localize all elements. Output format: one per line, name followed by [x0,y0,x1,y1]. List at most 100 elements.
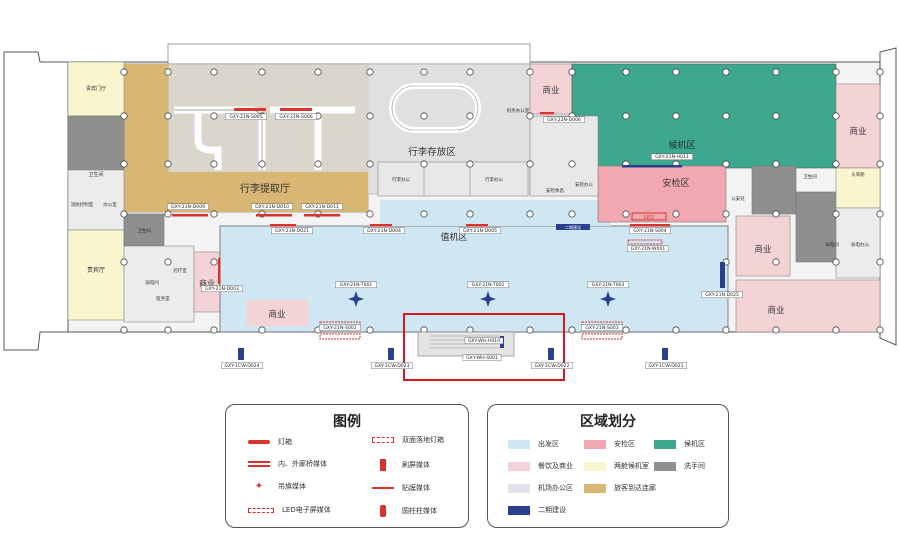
column [164,112,172,120]
media-d011 [304,214,340,217]
code-label-box [271,227,313,235]
zone-power-office [835,207,881,279]
column [772,68,780,76]
label-vip-hall: 贵宾厅 [87,266,105,274]
right-wing [879,47,897,346]
column [832,210,840,218]
legend-double-lightbox: 双面落地灯箱 [372,435,444,445]
zone-restroom-2 [123,213,165,247]
label-baggage-office-2: 行李办公 [485,176,503,183]
column [210,258,218,266]
column [722,210,730,218]
zone-restroom-right2 [795,191,837,263]
column [876,258,884,266]
lightbox-icon [248,440,270,444]
label-restroom-left: 卫生间 [88,171,103,178]
zone-restroom-left [67,115,125,171]
column [366,160,374,168]
column [772,210,780,218]
column [772,160,780,168]
zone-office-mid [123,245,195,323]
zone-waiting [571,63,837,169]
label-medical: 医务室 [156,295,170,302]
column [120,326,128,334]
column [120,210,128,218]
column [526,68,534,76]
label-pharmacy: 药疗室 [173,267,187,274]
media-markers [172,108,682,284]
label-power-right: 弱电间 [825,241,839,248]
column-d021b [662,348,668,360]
code-label-box [543,116,585,124]
code-label-t003: GXY-21N-T003 [592,282,625,288]
column [366,210,374,218]
code-label-s002: GXY-21N-S002 [323,325,356,331]
code-label-d022: GXY-1CW-D022 [534,363,569,369]
column [832,112,840,120]
zone-vip-door [67,61,125,117]
column [258,326,266,334]
media-d004 [370,224,392,227]
label-power: 弱电间 [145,279,159,286]
code-label-s004: GXY-21N-S004 [633,228,666,234]
media-led [631,212,667,221]
media-h011 [622,165,682,168]
left-wing [3,51,69,351]
label-office-left: 办公室 [103,201,117,208]
column [772,258,780,266]
label-vip-door: 贵宾门厅 [86,85,106,92]
zone-swatch-waiting: 候机区 [654,439,705,449]
code-label-w001: GXY-21N-W001 [631,246,666,252]
flag-t003 [600,291,616,307]
code-label-box [201,285,243,292]
code-label-d021b: GXY-1CW-D021 [648,363,683,369]
label-baggage-hall: 行李提取厅 [240,182,290,195]
media-s006 [280,108,312,111]
zoning-panel: 区域划分 出发区安检区候机区餐饮及商业两舱候机室洗手间机场办公区旅客到达连廊二期… [487,404,729,528]
code-label-box [581,324,623,331]
double-lightbox-icon [372,437,394,443]
column [210,68,218,76]
zone-restroom-right [751,165,797,215]
legend-hanging: ✦吊旗媒体 [248,481,306,492]
code-label-box [275,113,317,121]
legend-led: LED电子屏媒体 [248,505,331,515]
code-label-d021: GXY-21N-D021 [275,228,309,234]
column [164,258,172,266]
color-swatch [584,483,606,493]
zone-swatch-label: 洗手间 [684,462,705,470]
zone-swatch-phase2: 二期建设 [508,505,566,515]
zone-swatch-label: 出发区 [538,440,559,448]
column [314,160,322,168]
code-label-t001: GXY-21N-T001 [340,282,373,288]
zone-office-left [67,169,125,231]
code-label-box [462,354,502,361]
column [568,210,576,218]
label-commerce-right-low: 商业 [767,305,784,316]
zone-swatch-restroom: 洗手间 [654,461,705,471]
code-label-s003: GXY-21N-S003 [585,325,618,331]
column [876,68,884,76]
zone-commerce-right-top [835,83,881,169]
hanging-flags [348,291,616,307]
code-label-box [701,291,743,298]
code-label-d024: GXY-1CW-D024 [224,363,259,369]
legend-bridge: 内、外廊桥媒体 [248,459,327,469]
legend-lightbox: 灯箱 [248,437,292,447]
label-commerce-top: 商业 [542,85,559,96]
code-label-t002: GXY-21N-T002 [472,282,505,288]
code-label-box [371,362,413,369]
column [466,210,474,218]
column [120,112,128,120]
label-restroom-2: 卫生间 [137,227,151,234]
column [366,68,374,76]
zone-swatch-label: 旅客到达连廊 [614,484,656,492]
code-label-d005: GXY-21N-D005 [463,228,497,234]
column [120,68,128,76]
media-d003 [218,258,221,284]
code-label-d003: GXY-21N-D003 [205,286,239,292]
zone-baggage-hall-left [124,64,168,212]
floor-plan: 行李提取厅 行李存放区 值机区 候机区 安检区 商业 商业 商业 商业 商业 商… [3,43,897,381]
code-label-box [464,337,504,344]
zone-swatch-arrival: 旅客到达连廊 [584,483,656,493]
